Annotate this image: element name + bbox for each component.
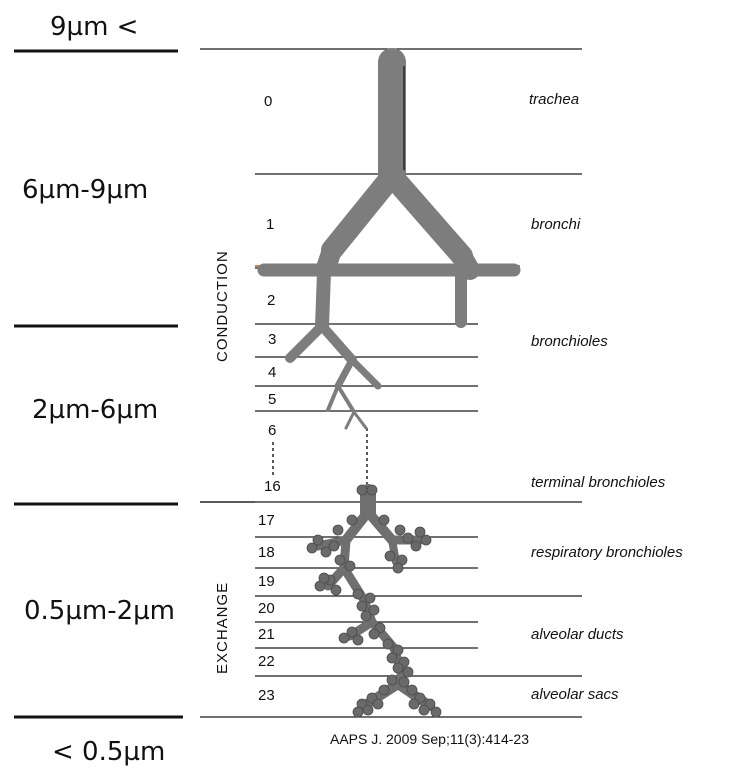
bronchiole-gen5-right <box>338 386 354 412</box>
alveolus <box>307 543 317 553</box>
alveolus <box>387 653 397 663</box>
generation-number: 16 <box>264 478 281 495</box>
generation-number: 2 <box>267 292 275 309</box>
generation-number: 4 <box>268 364 276 381</box>
conduction-airways <box>264 62 514 428</box>
generation-number: 23 <box>258 687 275 704</box>
alveolus <box>383 639 393 649</box>
bronchus-right-shape <box>392 176 462 256</box>
citation-text: AAPS J. 2009 Sep;11(3):414-23 <box>330 731 529 747</box>
generation-number: 0 <box>264 93 272 110</box>
generation-number: 1 <box>266 216 274 233</box>
generation-number: 17 <box>258 512 275 529</box>
alveolus <box>363 705 373 715</box>
alveolus <box>345 561 355 571</box>
alveolus <box>335 555 345 565</box>
alveolus <box>419 705 429 715</box>
generation-number: 18 <box>258 544 275 561</box>
alveolus <box>373 699 383 709</box>
alveolus <box>387 675 397 685</box>
generation-number: 20 <box>258 600 275 617</box>
bronchiole-gen3-right <box>322 326 352 360</box>
region-label-bronchi: bronchi <box>531 216 580 233</box>
alveolus <box>353 635 363 645</box>
alveolus <box>369 629 379 639</box>
alveolus <box>431 707 441 717</box>
region-label-terminal-bronchioles: terminal bronchioles <box>531 474 665 491</box>
alveolus <box>395 525 405 535</box>
generation-number: 6 <box>268 422 276 439</box>
alveolus <box>361 611 371 621</box>
generation-number: 21 <box>258 626 275 643</box>
alveolus <box>329 541 339 551</box>
alveolus <box>365 593 375 603</box>
generation-number: 5 <box>268 391 276 408</box>
alveolus <box>385 551 395 561</box>
alveolus <box>403 533 413 543</box>
alveolus <box>407 685 417 695</box>
generation-number: 19 <box>258 573 275 590</box>
size-label-top: 9µm < <box>50 12 138 42</box>
phase-label-exchange: EXCHANGE <box>214 582 231 674</box>
bronchiole-gen5-left <box>328 386 338 410</box>
region-label-respiratory-bronchioles: respiratory bronchioles <box>531 544 683 561</box>
alveolus <box>379 515 389 525</box>
generation-number: 3 <box>268 331 276 348</box>
bronchiole-gen4-left <box>338 360 352 386</box>
alveolus <box>403 667 413 677</box>
alveolus <box>393 563 403 573</box>
alveolus <box>353 589 363 599</box>
generation-number: 22 <box>258 653 275 670</box>
bronchiole-gen3-left <box>290 326 322 358</box>
size-label-band1: 6µm-9µm <box>22 175 148 205</box>
alveolus <box>319 573 329 583</box>
alveolus <box>333 525 343 535</box>
bronchiole-gen6-right <box>354 412 366 428</box>
alveolus <box>339 633 349 643</box>
alveolus <box>357 601 367 611</box>
phase-label-conduction: CONDUCTION <box>214 250 231 362</box>
size-label-bottom: < 0.5µm <box>52 737 165 767</box>
alveolus <box>353 707 363 717</box>
alveolus <box>367 485 377 495</box>
bronchiole-gen6-left <box>346 412 354 428</box>
size-label-band3: 0.5µm-2µm <box>24 596 175 626</box>
region-label-alveolar-ducts: alveolar ducts <box>531 626 624 643</box>
alveolus <box>357 485 367 495</box>
alveolus <box>379 685 389 695</box>
size-label-band2: 2µm-6µm <box>32 395 158 425</box>
region-label-bronchioles: bronchioles <box>531 333 608 350</box>
bronchus-left-shape <box>332 176 392 250</box>
alveolus <box>409 699 419 709</box>
alveolus <box>347 515 357 525</box>
bronchiole-gen4-right <box>352 360 378 386</box>
alveolus <box>331 585 341 595</box>
alveolus <box>411 541 421 551</box>
alveolus <box>399 677 409 687</box>
alveolus <box>393 663 403 673</box>
region-label-alveolar-sacs: alveolar sacs <box>531 686 619 703</box>
bronchiole-gen2 <box>322 272 324 326</box>
region-label-trachea: trachea <box>529 91 579 108</box>
alveolus <box>415 527 425 537</box>
resp-bronchiole-right <box>368 512 392 540</box>
